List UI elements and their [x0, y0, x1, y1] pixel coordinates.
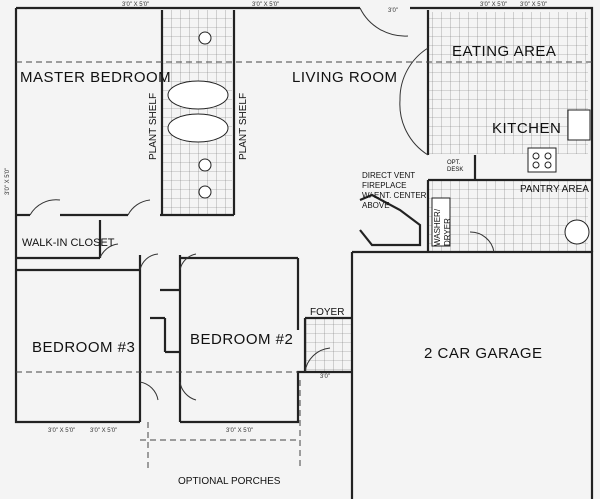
room-label-garage: 2 CAR GARAGE [424, 345, 543, 362]
kitchen-tile [428, 12, 588, 154]
sink-icon [198, 185, 212, 199]
sink-icon [198, 31, 212, 45]
plant-shelf-label-right: PLANT SHELF [238, 93, 249, 160]
washer-label: WASHER/ [433, 208, 442, 246]
room-label-kitchen: KITCHEN [492, 120, 561, 137]
plant-shelf-label-left: PLANT SHELF [148, 93, 159, 160]
tub-icon [167, 113, 229, 143]
svg-text:FIREPLACE: FIREPLACE [362, 181, 406, 190]
room-label-foyer: FOYER [310, 307, 344, 318]
room-label-walk-in-closet: WALK-IN CLOSET [22, 237, 115, 249]
water-heater-icon [564, 219, 590, 245]
room-label-pantry: PANTRY AREA [520, 184, 589, 195]
washer-dryer-icon [431, 197, 451, 247]
bath-fixtures [167, 31, 229, 199]
dimension-label: 3'0" X 5'0" [480, 2, 507, 8]
fireplace-note: DIRECT VENT FIREPLACE W/ ENT. CENTER ABO… [362, 171, 427, 210]
exterior-walls [14, 6, 594, 499]
opt-desk-label: OPT. [447, 160, 461, 166]
opt-desk-label: DESK [447, 167, 463, 173]
dimension-label: 3'0" X 5'0" [252, 2, 279, 8]
dimension-label: 3'0" X 5'0" [5, 168, 11, 195]
dimension-label: 3'0" [320, 374, 330, 380]
svg-text:ABOVE: ABOVE [362, 201, 390, 210]
dryer-label: DRYER [443, 218, 452, 246]
room-label-living-room: LIVING ROOM [292, 69, 398, 86]
room-label-porches: OPTIONAL PORCHES [178, 476, 281, 487]
room-label-bedroom-2: BEDROOM #2 [190, 331, 293, 348]
bathroom-tile [162, 10, 232, 215]
dimension-label: 3'0" X 5'0" [48, 428, 75, 434]
interior-walls [16, 10, 592, 422]
room-label-eating-area: EATING AREA [452, 43, 556, 60]
sink-icon [567, 109, 591, 141]
foyer-tile [305, 318, 353, 372]
pantry-tile [428, 180, 588, 252]
svg-text:W/ ENT. CENTER: W/ ENT. CENTER [362, 191, 427, 200]
room-label-bedroom-3: BEDROOM #3 [32, 339, 135, 356]
stove-icon [527, 147, 557, 173]
room-label-master-bedroom: MASTER BEDROOM [20, 69, 171, 86]
toilet-icon [198, 158, 212, 172]
door-swings [29, 7, 495, 401]
dimension-label: 3'0" X 5'0" [90, 428, 117, 434]
dashed-lines [16, 61, 592, 470]
dimension-label: 3'0" X 5'0" [226, 428, 253, 434]
dimension-label: 3'0" X 5'0" [122, 2, 149, 8]
dimension-label: 3'0" [388, 8, 398, 14]
tub-icon [167, 80, 229, 110]
dimension-label: 3'0" X 5'0" [520, 2, 547, 8]
kitchen-fixtures [431, 109, 591, 247]
svg-text:DIRECT VENT: DIRECT VENT [362, 171, 415, 180]
